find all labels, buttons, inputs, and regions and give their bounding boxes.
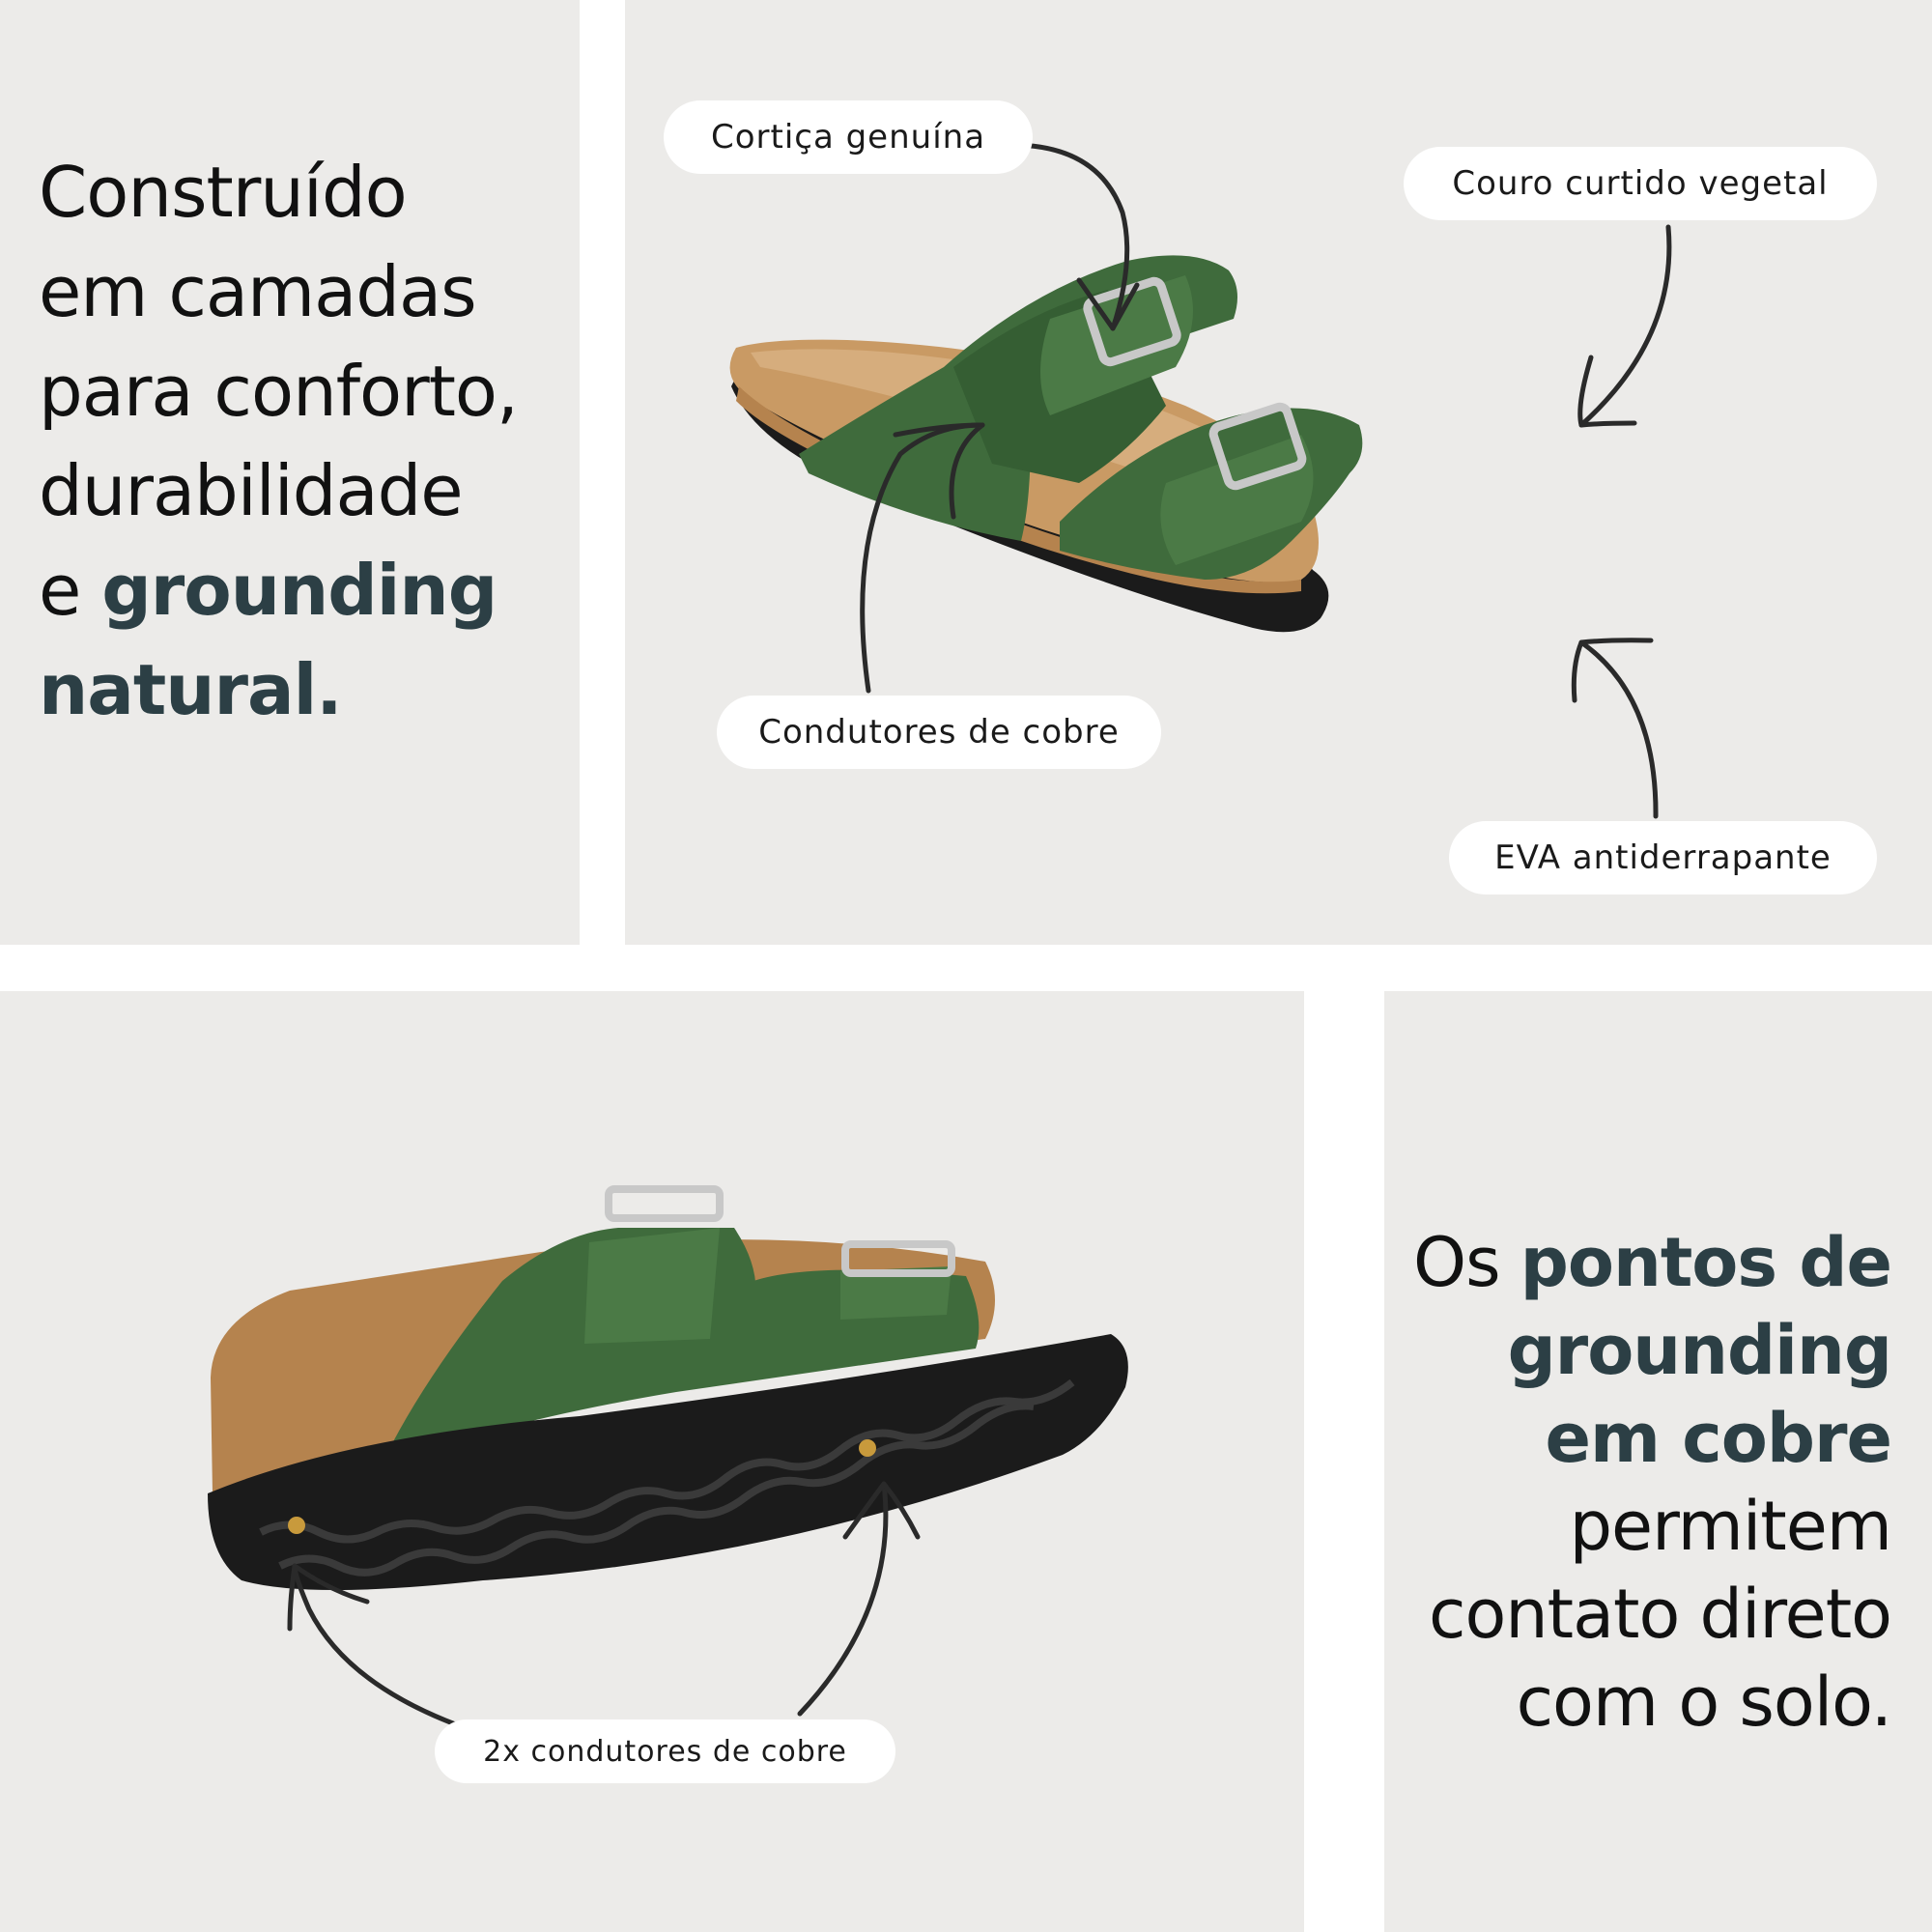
materials-panel: Cortiça genuína Couro curtido vegetal Co…	[625, 0, 1932, 945]
headline-prefix: e	[39, 550, 102, 631]
arrow-eva-head	[1571, 638, 1654, 703]
callout-couro: Couro curtido vegetal	[1404, 147, 1877, 220]
arrow-eva	[1578, 639, 1659, 819]
arrow-cortica-head	[1076, 277, 1140, 331]
headline-line: e grounding	[39, 541, 518, 640]
arrow-condutores-head	[893, 422, 985, 520]
arrow-conductor-rear	[292, 1563, 471, 1732]
sandal-top-view	[729, 255, 1363, 633]
sandal-sole-view-image	[208, 1185, 1128, 1732]
headline-line: durabilidade	[39, 450, 464, 531]
headline-line: em camadas	[39, 251, 477, 332]
intro-panel: Construído em camadas para conforto, dur…	[0, 0, 580, 945]
arrow-conductor-rear-head	[287, 1563, 370, 1632]
arrow-couro	[1578, 224, 1672, 428]
callout-two-conductors: 2x condutores de cobre	[435, 1719, 895, 1783]
callout-condutores: Condutores de cobre	[717, 696, 1161, 769]
headline-plain: Os	[1412, 1223, 1520, 1302]
callout-eva: EVA antiderrapante	[1449, 821, 1877, 895]
headline-accent: grounding	[101, 550, 497, 631]
arrow-conductor-front-head	[842, 1481, 921, 1540]
headline-line: Construído	[39, 152, 408, 233]
headline-accent: em cobre	[1545, 1399, 1892, 1478]
headline-line: contato direto	[1428, 1575, 1892, 1654]
grounding-headline: Os pontos de grounding em cobre permitem…	[1412, 1219, 1892, 1747]
copper-conductor-front-icon	[859, 1439, 876, 1457]
sandal-top-view-image	[729, 142, 1672, 819]
sandal-sole-view	[208, 1185, 1128, 1590]
headline-accent: natural.	[39, 649, 343, 730]
arrow-condutores	[860, 422, 985, 694]
sole-panel: 2x condutores de cobre	[0, 991, 1304, 1932]
callout-cortica: Cortiça genuína	[664, 100, 1033, 174]
headline-line: com o solo.	[1516, 1662, 1892, 1742]
headline-line: para conforto,	[39, 351, 519, 432]
headline-accent: pontos de	[1520, 1223, 1892, 1302]
headline-accent: grounding	[1507, 1311, 1892, 1390]
headline-line: Os pontos de	[1412, 1219, 1892, 1307]
arrow-couro-head	[1577, 355, 1637, 428]
arrow-conductor-front	[797, 1481, 889, 1717]
arrow-cortica	[1009, 142, 1130, 331]
layers-headline: Construído em camadas para conforto, dur…	[39, 143, 519, 740]
headline-line: permitem	[1569, 1487, 1892, 1566]
copper-conductor-rear-icon	[288, 1517, 305, 1534]
grounding-panel: Os pontos de grounding em cobre permitem…	[1384, 991, 1932, 1932]
